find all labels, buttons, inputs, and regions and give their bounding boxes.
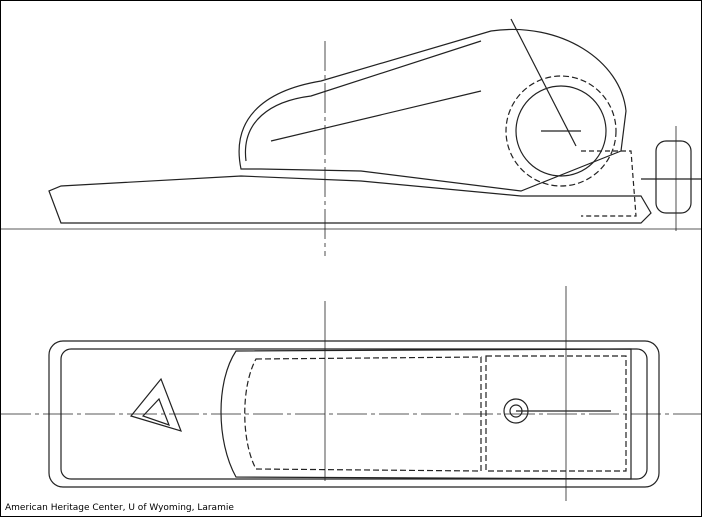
image-credit-caption: American Heritage Center, U of Wyoming, … xyxy=(5,503,234,513)
top-view xyxy=(1,286,701,501)
side-view xyxy=(1,18,701,256)
